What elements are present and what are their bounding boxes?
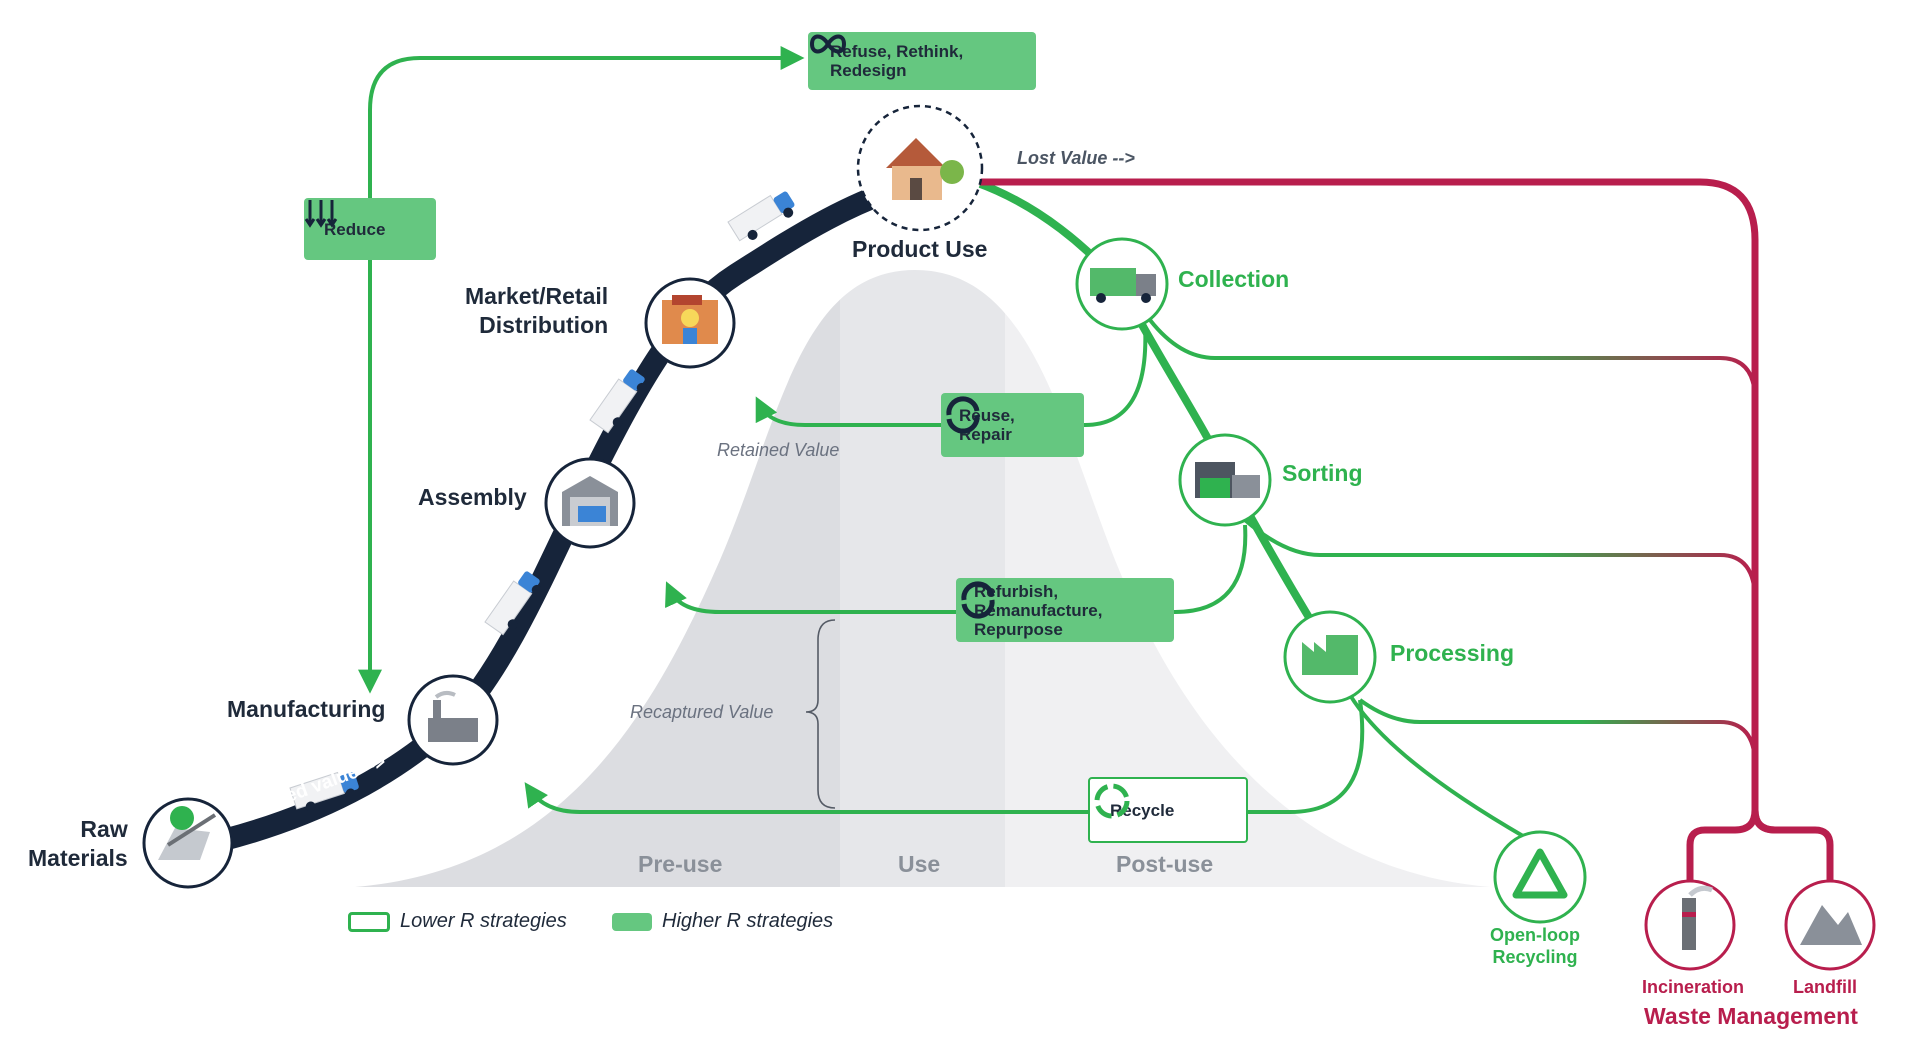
recaptured-brace xyxy=(805,619,836,809)
delivery-truck-icon xyxy=(289,771,359,812)
recycle-triangle-icon xyxy=(1512,848,1568,899)
phase-use: Use xyxy=(898,851,941,877)
reduce-loop-line xyxy=(368,46,805,672)
landfill-node xyxy=(1784,879,1876,971)
landfill-icon xyxy=(1800,905,1862,945)
reuse-repair-box: Reuse, Repair xyxy=(941,393,1084,457)
delivery-truck-icon xyxy=(727,191,795,242)
open-loop-line xyxy=(1348,693,1531,842)
assembly-node xyxy=(544,457,636,549)
legend-higher-label: Higher R strategies xyxy=(662,910,834,932)
incinerator-icon xyxy=(1682,885,1713,950)
sorting-facility-icon xyxy=(1195,462,1260,498)
refurbish-remanufacture-box: Refurbish, Remanufacture, Repurpose xyxy=(956,578,1174,642)
landfill-label: Landfill xyxy=(1793,977,1857,997)
sorting-label: Sorting xyxy=(1282,460,1363,486)
recaptured-value-label: Recaptured Value xyxy=(630,702,774,722)
manufacturing-node xyxy=(407,674,499,766)
legend-higher-swatch xyxy=(612,912,652,931)
phase-pre-use: Pre-use xyxy=(638,851,723,877)
collection-node xyxy=(1075,237,1169,331)
recycle-loop-line xyxy=(524,699,1365,814)
reduce-box: Reduce xyxy=(304,198,436,260)
delivery-truck-icon xyxy=(589,369,647,434)
phase-post-use: Post-use xyxy=(1116,851,1214,877)
warehouse-icon xyxy=(562,476,618,526)
factory-icon xyxy=(428,690,478,742)
collection-label: Collection xyxy=(1178,266,1290,292)
refurbish-loop-line xyxy=(665,524,1248,614)
collection-leak-line xyxy=(1148,318,1757,401)
house-icon xyxy=(886,138,964,200)
refuse-rethink-redesign-box: Refuse, Rethink, Redesign xyxy=(808,32,1036,90)
processing-node xyxy=(1283,610,1377,704)
sorting-node xyxy=(1178,433,1272,527)
open-loop-label: Open-loop Recycling xyxy=(1490,925,1580,967)
processing-leak-line xyxy=(1358,698,1757,766)
lost-value-label: Lost Value --> xyxy=(1017,148,1135,168)
incineration-node xyxy=(1644,879,1736,971)
legend-lower-swatch xyxy=(348,911,390,932)
market-retail-node xyxy=(644,277,736,369)
legend-lower-label: Lower R strategies xyxy=(400,910,567,932)
delivery-truck-icon xyxy=(484,571,542,636)
garbage-truck-icon xyxy=(1090,268,1156,303)
incineration-label: Incineration xyxy=(1642,977,1745,997)
raw-materials-label: Raw Materials xyxy=(28,816,128,871)
recycle-box: Recycle xyxy=(1088,777,1248,843)
assembly-label: Assembly xyxy=(418,484,527,510)
raw-materials-node xyxy=(142,797,234,889)
raw-materials-icon xyxy=(158,806,217,860)
retained-value-label: Retained Value xyxy=(717,440,840,460)
waste-management-title: Waste Management xyxy=(1644,1003,1858,1029)
reuse-loop-line xyxy=(755,324,1148,427)
market-retail-label: Market/Retail Distribution xyxy=(465,283,609,338)
legend-lower: Lower R strategies xyxy=(348,910,567,933)
manufacturing-label: Manufacturing xyxy=(227,696,386,722)
product-use-node xyxy=(856,104,984,232)
product-use-label: Product Use xyxy=(852,236,988,262)
sorting-leak-line xyxy=(1243,518,1757,601)
post-use-path xyxy=(971,178,1344,672)
store-icon xyxy=(662,295,718,344)
legend-higher: Higher R strategies xyxy=(612,910,833,933)
open-loop-node xyxy=(1493,830,1587,924)
processing-plant-icon xyxy=(1302,635,1358,675)
processing-label: Processing xyxy=(1390,640,1514,666)
